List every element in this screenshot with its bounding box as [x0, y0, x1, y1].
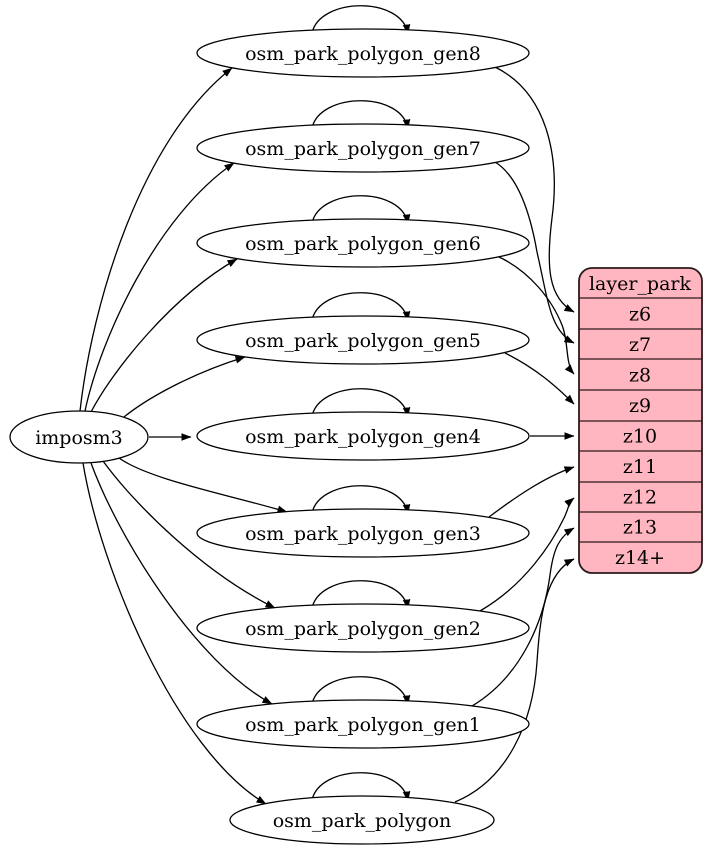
gen5-label: osm_park_polygon_gen5 [245, 330, 481, 352]
layer-row-z10: z10 [623, 426, 657, 448]
gen1-ellipse [196, 699, 530, 749]
layer-park-title: layer_park [589, 273, 692, 295]
imposm3-ellipse [9, 410, 149, 464]
edge-imposm3-to-polygon [82, 462, 267, 805]
edge-gen5-to-z9 [504, 352, 575, 405]
gen8-label: osm_park_polygon_gen8 [245, 43, 481, 65]
edge-imposm3-to-gen6 [90, 258, 238, 413]
edge-imposm3-to-gen5 [123, 356, 246, 418]
edge-imposm3-to-gen8 [79, 67, 233, 412]
edge-imposm3-to-gen2 [102, 460, 276, 609]
gen1-label: osm_park_polygon_gen1 [245, 714, 481, 736]
node-osm-park-polygon-gen2: osm_park_polygon_gen2 [196, 603, 530, 653]
self-loop-gen5 [311, 292, 411, 322]
layer-row-z9: z9 [629, 395, 651, 417]
polygon-label: osm_park_polygon [273, 810, 452, 832]
gen4-ellipse [196, 411, 530, 461]
gen6-label: osm_park_polygon_gen6 [245, 233, 481, 255]
node-osm-park-polygon-gen3: osm_park_polygon_gen3 [196, 508, 530, 558]
node-osm-park-polygon-gen8: osm_park_polygon_gen8 [196, 28, 530, 78]
edge-gen7-to-z7 [494, 161, 575, 344]
self-loop-gen6 [311, 195, 411, 225]
node-osm-park-polygon-gen6: osm_park_polygon_gen6 [196, 218, 530, 268]
self-loop-gen8 [311, 5, 411, 35]
imposm3-label: imposm3 [35, 427, 123, 449]
self-loop-gen1 [311, 676, 411, 706]
node-osm-park-polygon-gen1: osm_park_polygon_gen1 [196, 699, 530, 749]
edge-imposm3-to-gen7 [84, 162, 235, 412]
gen2-ellipse [196, 603, 530, 653]
layer-row-z8: z8 [629, 365, 651, 387]
node-osm-park-polygon-gen4: osm_park_polygon_gen4 [196, 411, 530, 461]
edges-from-source [79, 67, 288, 805]
layer-row-z12: z12 [623, 487, 657, 509]
node-imposm3: imposm3 [9, 410, 149, 464]
polygon-ellipse [229, 795, 495, 845]
node-osm-park-polygon: osm_park_polygon [229, 795, 495, 845]
gen7-ellipse [196, 123, 530, 173]
self-loop-edges [311, 5, 411, 802]
edge-polygon-to-z14plus [454, 558, 575, 803]
self-loop-gen7 [311, 100, 411, 130]
edge-imposm3-to-gen3 [118, 457, 288, 513]
node-layer-park: layer_park z6 z7 z8 z9 z10 z11 z12 z13 z… [578, 267, 703, 574]
edge-gen2-to-z12 [479, 497, 575, 612]
gen3-label: osm_park_polygon_gen3 [245, 523, 481, 545]
gen8-ellipse [196, 28, 530, 78]
self-loop-gen4 [311, 388, 411, 418]
self-loop-gen3 [311, 485, 411, 515]
gen3-ellipse [196, 508, 530, 558]
gen7-label: osm_park_polygon_gen7 [245, 138, 481, 160]
edge-gen1-to-z13 [471, 527, 575, 707]
self-loop-polygon [311, 772, 411, 802]
layer-row-z11: z11 [623, 456, 657, 478]
edge-imposm3-to-gen1 [90, 462, 273, 705]
layer-row-z7: z7 [629, 334, 651, 356]
layer-row-z13: z13 [623, 517, 657, 539]
gen5-ellipse [196, 315, 530, 365]
edges-to-layer [454, 66, 575, 803]
edge-gen8-to-z6 [494, 66, 575, 313]
layer-row-z14plus: z14+ [615, 547, 665, 569]
edge-gen3-to-z11 [488, 466, 575, 518]
layer-row-z6: z6 [629, 304, 651, 326]
self-loop-gen2 [311, 580, 411, 610]
gen2-label: osm_park_polygon_gen2 [245, 618, 481, 640]
gen4-label: osm_park_polygon_gen4 [245, 426, 481, 448]
node-osm-park-polygon-gen5: osm_park_polygon_gen5 [196, 315, 530, 365]
node-osm-park-polygon-gen7: osm_park_polygon_gen7 [196, 123, 530, 173]
edge-gen6-to-z8 [496, 255, 575, 375]
gen6-ellipse [196, 218, 530, 268]
